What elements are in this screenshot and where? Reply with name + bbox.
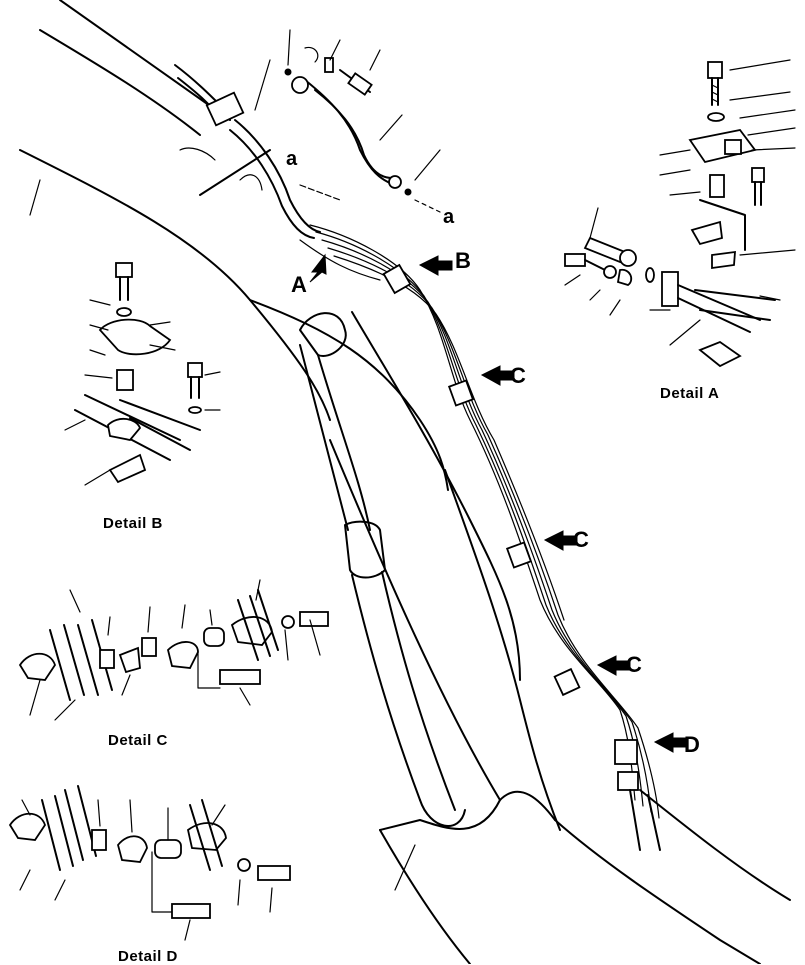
detail-a-label: Detail A xyxy=(660,385,720,402)
ref-b-label: B xyxy=(455,248,471,273)
ref-c1-label: C xyxy=(510,363,526,388)
arrow-b xyxy=(418,255,453,276)
ref-d-label: D xyxy=(684,732,700,757)
piping-bundle xyxy=(299,224,661,851)
ref-a-label: A xyxy=(291,272,307,297)
connection-a-label-2: a xyxy=(443,206,455,228)
detail-d-drawing xyxy=(8,785,291,941)
ref-c3-label: C xyxy=(626,652,642,677)
detail-c-label: Detail C xyxy=(108,732,168,749)
detail-d-label: Detail D xyxy=(118,948,178,965)
reference-arrows xyxy=(309,253,688,753)
detail-a-drawing xyxy=(564,59,796,368)
detail-b-drawing xyxy=(64,262,221,486)
boom-cylinder xyxy=(299,312,466,827)
detail-c-drawing xyxy=(18,579,329,721)
arrow-c1 xyxy=(480,365,515,386)
arrow-c3 xyxy=(596,655,631,676)
detail-b-label: Detail B xyxy=(103,515,163,532)
arrow-d xyxy=(653,732,688,753)
top-hose-assembly xyxy=(174,29,441,239)
arrow-c2 xyxy=(543,530,578,551)
boom-outline xyxy=(19,0,791,964)
ref-c2-label: C xyxy=(573,527,589,552)
connection-a-label-1: a xyxy=(286,148,298,170)
arrow-a xyxy=(309,253,327,283)
